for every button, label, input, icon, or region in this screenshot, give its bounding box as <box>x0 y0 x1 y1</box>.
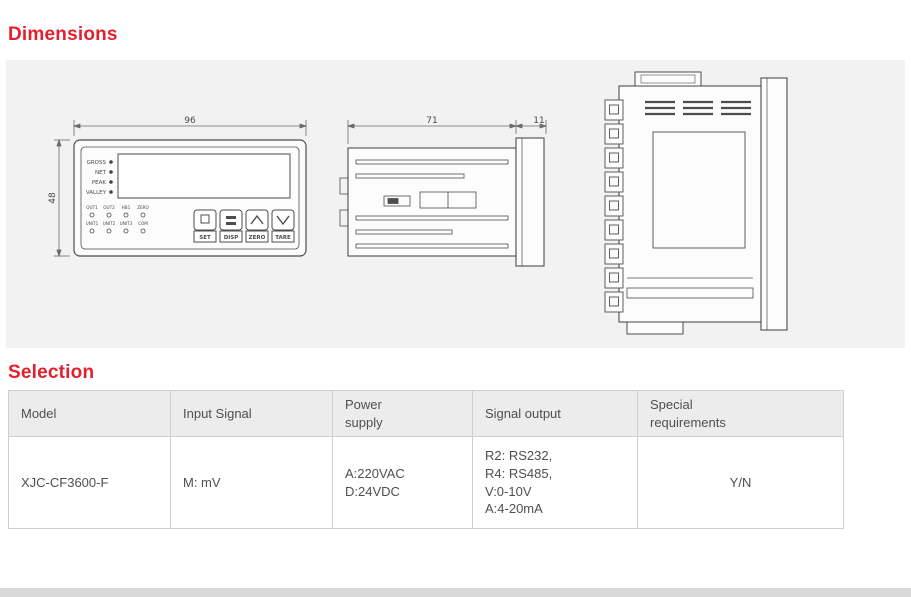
svg-text:SET: SET <box>199 235 211 241</box>
disp-button-drawing: DISP <box>219 209 243 243</box>
zero-button-drawing: ZERO <box>245 209 269 243</box>
front-led-indicators: GROSS NET PEAK VALLEY <box>86 160 113 196</box>
rear-body-outline <box>618 85 762 323</box>
selection-table-header-row: Model Input Signal Power supply Signal o… <box>8 390 844 437</box>
selection-table-row: XJC-CF3600-F M: mV A:220VAC D:24VDC R2: … <box>8 436 844 529</box>
rear-bezel-outline <box>760 77 788 331</box>
front-dimension-lines <box>54 120 308 258</box>
rear-label-area <box>652 131 746 249</box>
selection-table: Model Input Signal Power supply Signal o… <box>8 390 844 529</box>
page-bottom-divider <box>0 588 911 597</box>
rear-view-drawing <box>604 71 788 335</box>
rear-lower-slot <box>626 287 754 299</box>
front-status-indicators: OUT1 OUT2 HB1 ZERO UNIT1 UNIT2 UNIT3 COM <box>86 205 150 234</box>
cell-special-requirements: Y/N <box>637 436 844 529</box>
front-panel-inner-outline <box>80 146 300 250</box>
side-body-outline <box>347 147 517 257</box>
front-display-window <box>117 153 291 199</box>
svg-text:ZERO: ZERO <box>137 205 149 210</box>
tare-button-drawing: TARE <box>271 209 295 243</box>
side-dim-bezel-label: 11 <box>533 116 544 126</box>
svg-text:COM: COM <box>138 221 148 226</box>
svg-text:HB1: HB1 <box>122 205 131 210</box>
selection-heading: Selection <box>8 362 95 383</box>
set-button-drawing: SET <box>193 209 217 243</box>
rear-terminal-block <box>604 99 624 313</box>
front-dim-width-label: 96 <box>184 116 196 126</box>
svg-text:NET: NET <box>95 170 107 176</box>
dimensions-heading: Dimensions <box>8 24 118 45</box>
side-case-details <box>339 159 509 249</box>
rear-vents <box>645 100 751 116</box>
front-view-drawing: 96 48 GROSS NET PEAK VALLEY OUT1 OUT2 HB… <box>48 116 308 258</box>
side-dim-depth-label: 71 <box>426 116 437 126</box>
svg-text:OUT1: OUT1 <box>86 205 98 210</box>
front-buttons: SET DISP ZERO TARE <box>193 209 295 243</box>
svg-text:DISP: DISP <box>224 235 239 241</box>
cell-signal-output: R2: RS232, R4: RS485, V:0-10V A:4-20mA <box>472 436 638 529</box>
header-power-supply: Power supply <box>332 390 473 437</box>
header-input-signal: Input Signal <box>170 390 333 437</box>
svg-text:VALLEY: VALLEY <box>86 190 107 196</box>
svg-text:UNIT3: UNIT3 <box>120 221 133 226</box>
cell-model: XJC-CF3600-F <box>8 436 171 529</box>
cell-power-supply: A:220VAC D:24VDC <box>332 436 473 529</box>
svg-text:UNIT1: UNIT1 <box>86 221 99 226</box>
rear-bottom-tab <box>626 321 684 335</box>
front-dim-height-label: 48 <box>48 192 58 204</box>
header-special-requirements: Special requirements <box>637 390 844 437</box>
dimensions-panel: 96 48 GROSS NET PEAK VALLEY OUT1 OUT2 HB… <box>6 60 905 348</box>
side-view-drawing: 71 11 <box>339 116 548 267</box>
header-model: Model <box>8 390 171 437</box>
svg-text:GROSS: GROSS <box>87 160 107 166</box>
svg-text:UNIT2: UNIT2 <box>103 221 116 226</box>
svg-text:ZERO: ZERO <box>249 235 266 241</box>
svg-text:TARE: TARE <box>275 235 291 241</box>
svg-text:PEAK: PEAK <box>92 180 107 186</box>
rear-top-tab <box>634 71 702 87</box>
cell-input-signal: M: mV <box>170 436 333 529</box>
svg-text:OUT2: OUT2 <box>103 205 115 210</box>
header-signal-output: Signal output <box>472 390 638 437</box>
side-dimension-lines <box>346 120 548 144</box>
side-bezel-outline <box>515 137 545 267</box>
